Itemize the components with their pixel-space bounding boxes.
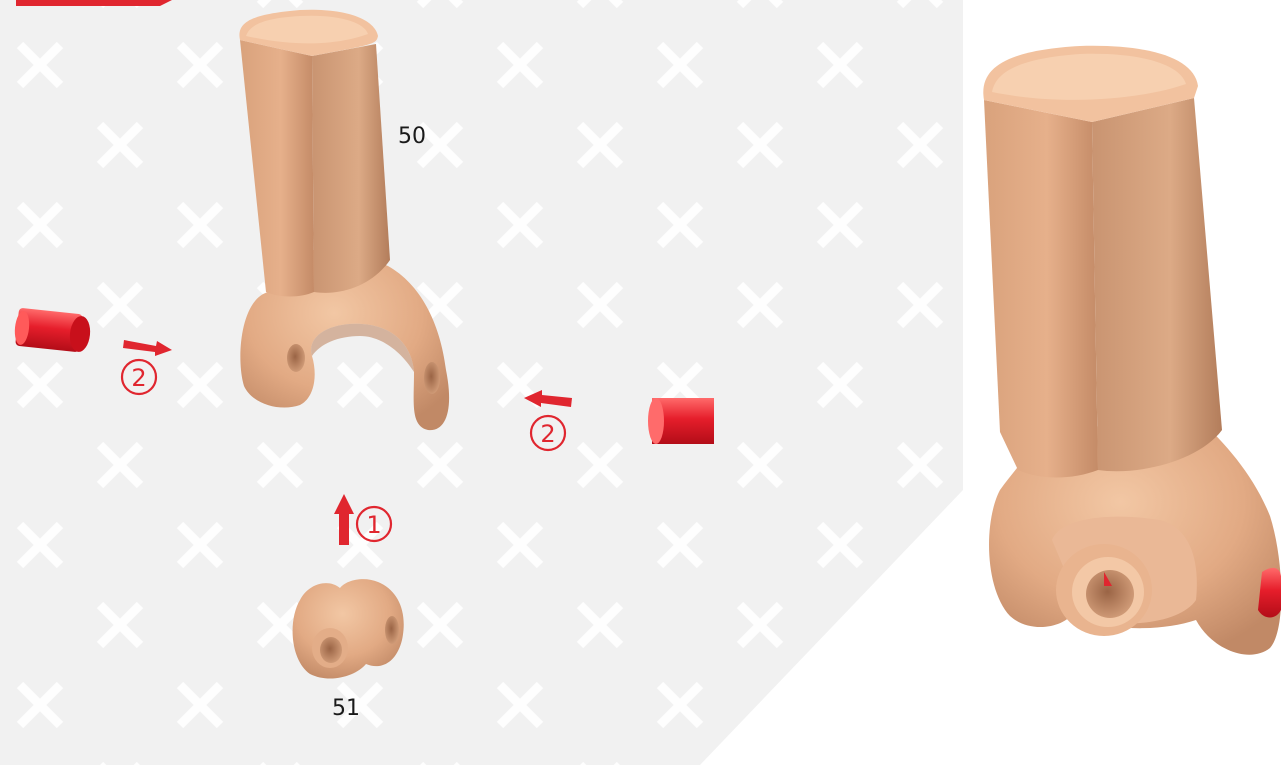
pin-right [648,398,714,444]
part-50-label: 50 [398,124,426,149]
fork-hole-right [424,362,440,394]
step-number-2: 2 [131,364,146,392]
part-51-label: 51 [332,696,360,721]
step-number-2b: 2 [540,420,555,448]
header-tab [16,0,172,6]
assembled-view [983,46,1281,655]
step-number-1: 1 [366,511,381,539]
fork-hole-left [287,344,305,372]
joint-hole-side [385,616,399,644]
assembled-joint-hole [1086,570,1134,618]
joint-hole-front [320,637,342,663]
pin-left [13,308,92,353]
